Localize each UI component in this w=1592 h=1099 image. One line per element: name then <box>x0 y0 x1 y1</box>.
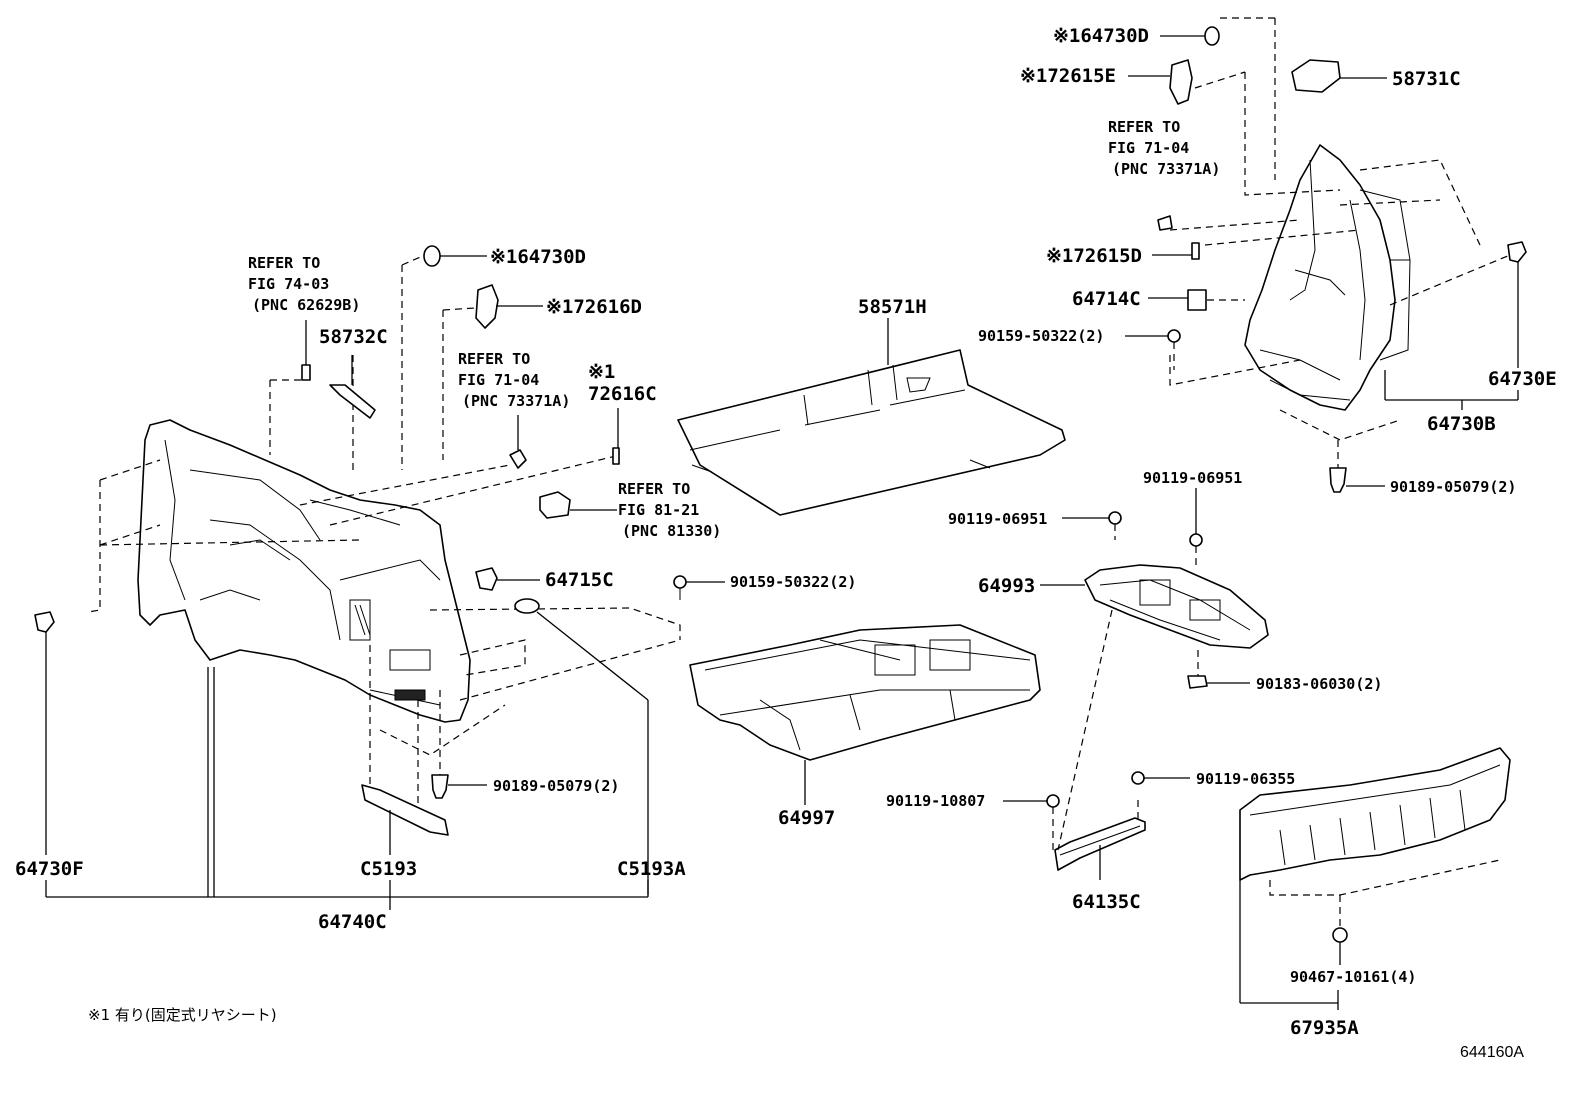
label-64730D-right: ※164730D <box>1053 25 1149 47</box>
label-90119-06951-a: 90119-06951 <box>948 510 1047 528</box>
ref-fig7104-left: REFER TO FIG 71-04 (PNC 73371A) <box>458 350 570 410</box>
footnote: ※1 有り(固定式リヤシート) <box>88 1006 277 1024</box>
screw-90467 <box>1332 895 1348 1010</box>
label-90189-left: 90189-05079(2) <box>493 777 619 795</box>
label-64730F: 64730F <box>15 858 84 880</box>
cover-58731C <box>1291 59 1387 93</box>
assembly-outline-right <box>1169 17 1511 441</box>
label-72615E: ※172615E <box>1020 65 1116 87</box>
clip-64715C <box>475 567 540 591</box>
label-64135C: 64135C <box>1072 891 1141 913</box>
label-64715C: 64715C <box>545 569 614 591</box>
ref-part-62629B <box>301 320 311 381</box>
label-64730B: 64730B <box>1427 413 1496 435</box>
clip-90183 <box>1187 650 1250 689</box>
label-64997: 64997 <box>778 807 835 829</box>
screw-90119-06951-a <box>1062 511 1122 540</box>
clip-64730D-right <box>1160 26 1220 46</box>
screw-90159-right <box>1125 329 1181 370</box>
label-90159-mid: 90159-50322(2) <box>730 573 856 591</box>
quarter-trim-panel-right <box>1244 144 1411 411</box>
label-C5193A: C5193A <box>617 858 686 880</box>
clip-64730F <box>34 611 55 855</box>
label-72615D: ※172615D <box>1046 245 1142 267</box>
clip-90189-right <box>1329 440 1385 493</box>
bracket-64730B <box>1384 370 1519 410</box>
label-90159-right: 90159-50322(2) <box>978 327 1104 345</box>
screw-90119-06951-b <box>1189 488 1203 570</box>
label-72616C: ※1 72616C <box>588 361 657 405</box>
clip-64730E <box>1507 241 1527 368</box>
label-58731C: 58731C <box>1392 68 1461 90</box>
ref-fig7403: REFER TO FIG 74-03 (PNC 62629B) <box>248 254 360 314</box>
label-64740C: 64740C <box>318 911 387 933</box>
screw-90119-06355 <box>1131 771 1190 785</box>
label-90119-10807: 90119-10807 <box>886 792 985 810</box>
label-67935A: 67935A <box>1290 1017 1359 1039</box>
retainer-72615E <box>1128 59 1193 105</box>
cover-64714C <box>1148 289 1207 311</box>
label-C5193: C5193 <box>360 858 417 880</box>
label-90183: 90183-06030(2) <box>1256 675 1382 693</box>
assembly-bracket-64740C <box>45 667 649 910</box>
retainer-72616D <box>475 284 543 329</box>
scuff-plate-67935A <box>1239 747 1511 1004</box>
ref-part-73371A-left <box>509 415 527 469</box>
storage-box-64993 <box>1040 564 1269 649</box>
label-64714C: 64714C <box>1072 288 1141 310</box>
ref-fig8121: REFER TO FIG 81-21 (PNC 81330) <box>618 480 721 540</box>
label-64730D-left: ※164730D <box>490 246 586 268</box>
label-90119-06951-b: 90119-06951 <box>1143 469 1242 487</box>
bracket-64135C <box>1054 609 1146 880</box>
quarter-trim-panel-left <box>137 419 471 723</box>
ref-part-73371A-right <box>1157 215 1173 231</box>
clip-72616C <box>612 408 620 465</box>
label-90119-06355: 90119-06355 <box>1196 770 1295 788</box>
bracket-C5193 <box>361 784 449 855</box>
label-58571H: 58571H <box>858 296 927 318</box>
ref-fig7104-right: REFER TO FIG 71-04 (PNC 73371A) <box>1108 118 1220 178</box>
cap-C5193A <box>514 598 649 895</box>
label-64993: 64993 <box>978 575 1035 597</box>
clip-64730D-left <box>423 245 487 267</box>
label-90467: 90467-10161(4) <box>1290 968 1416 986</box>
clip-90189-left <box>431 774 487 799</box>
luggage-tray-64997 <box>689 624 1041 805</box>
ref-part-81330 <box>539 491 617 519</box>
label-90189-right: 90189-05079(2) <box>1390 478 1516 496</box>
screw-90119-10807 <box>1003 794 1060 850</box>
clip-72615D <box>1152 242 1200 260</box>
screw-90159-mid <box>673 575 725 600</box>
bracket-58732C <box>329 355 376 419</box>
deck-board-58571H <box>677 318 1066 516</box>
figure-id: 644160A <box>1460 1044 1524 1061</box>
label-58732C: 58732C <box>319 326 388 348</box>
label-64730E: 64730E <box>1488 368 1557 390</box>
label-72616D: ※172616D <box>546 296 642 318</box>
